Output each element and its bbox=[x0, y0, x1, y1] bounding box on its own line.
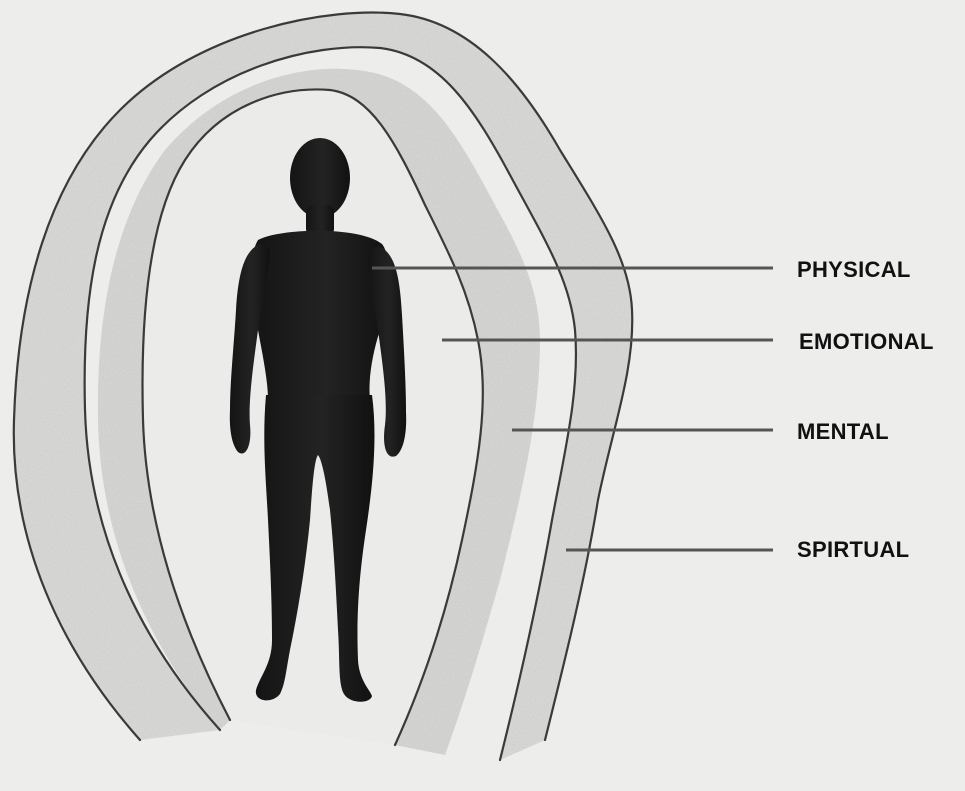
label-emotional: EMOTIONAL bbox=[799, 331, 934, 353]
label-physical: PHYSICAL bbox=[797, 259, 911, 281]
label-mental: MENTAL bbox=[797, 421, 889, 443]
figure-neck bbox=[306, 205, 334, 235]
label-spiritual: SPIRTUAL bbox=[797, 539, 909, 561]
